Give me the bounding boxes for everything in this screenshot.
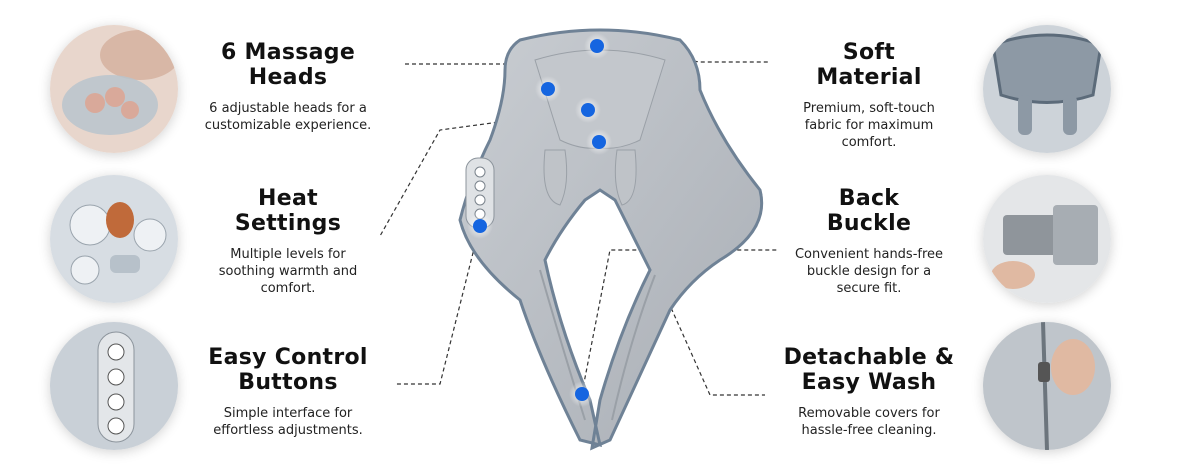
- fabric-photo: [983, 25, 1111, 153]
- hotspot-dots: [467, 33, 612, 407]
- feature-detachable-wash: Detachable & Easy Wash Removable covers …: [774, 345, 964, 439]
- feature-soft-material: Soft Material Premium, soft-touch fabric…: [774, 40, 964, 151]
- feature-desc: Multiple levels for soothing warmth and …: [218, 247, 358, 296]
- heat-nodes-photo: [50, 175, 178, 303]
- feature-heat-settings: Heat Settings Multiple levels for soothi…: [193, 186, 383, 297]
- massage-heads-photo: [50, 25, 178, 153]
- feature-title: Easy Control Buttons: [208, 345, 368, 395]
- callout-lines: [379, 45, 778, 396]
- feature-title: 6 Massage Heads: [220, 40, 356, 90]
- zipper-photo: [983, 322, 1111, 450]
- feature-title: Detachable & Easy Wash: [783, 345, 955, 395]
- feature-desc: Convenient hands-free buckle design for …: [794, 247, 944, 296]
- feature-massage-heads: 6 Massage Heads 6 adjustable heads for a…: [193, 40, 383, 134]
- buckle-photo: [983, 175, 1111, 303]
- feature-title: Back Buckle: [826, 186, 912, 236]
- feature-title: Soft Material: [816, 40, 922, 90]
- control-panel-photo: [50, 322, 178, 450]
- feature-title: Heat Settings: [234, 186, 342, 236]
- feature-desc: Simple interface for effortless adjustme…: [213, 406, 363, 438]
- feature-desc: 6 adjustable heads for a customizable ex…: [204, 101, 372, 133]
- feature-desc: Removable covers for hassle-free cleanin…: [798, 406, 940, 438]
- feature-back-buckle: Back Buckle Convenient hands-free buckle…: [774, 186, 964, 297]
- feature-desc: Premium, soft-touch fabric for maximum c…: [803, 101, 935, 150]
- feature-easy-control: Easy Control Buttons Simple interface fo…: [193, 345, 383, 439]
